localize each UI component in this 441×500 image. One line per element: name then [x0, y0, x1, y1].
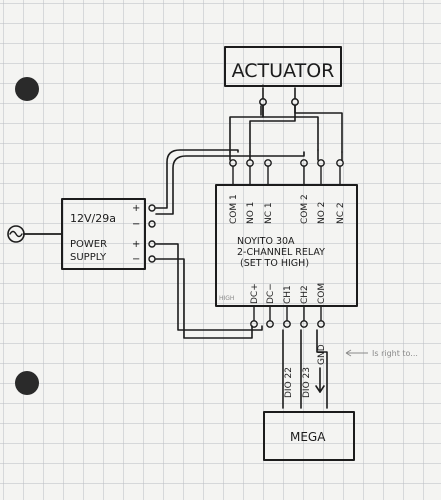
power-feed-wires: [155, 149, 305, 339]
relay-terminal-dc-minus: [266, 320, 274, 328]
relay-note: (SET TO HIGH): [240, 258, 309, 269]
mega-pin-gnd: GND: [317, 344, 327, 365]
power-supply: 12V/29a POWER SUPPLY + − + −: [61, 198, 156, 270]
binder-hole-top: [15, 77, 39, 101]
ac-source-icon: [7, 225, 63, 243]
relay-top-terminals: COM 1 NO 1 NC 1 COM 2 NO 2 NC 2: [229, 159, 346, 224]
relay-pin-ch2: CH2: [300, 285, 310, 304]
relay-pin-no2: NO 2: [317, 202, 327, 224]
actuator-wires: [229, 104, 343, 153]
ps-terminal-2: [148, 240, 156, 248]
relay-terminal-com: [317, 320, 325, 328]
actuator-plus-label: +: [260, 82, 267, 91]
relay-top-wires: [229, 149, 343, 161]
relay-terminal-dc-plus: [250, 320, 258, 328]
relay-terminal-ch2: [300, 320, 308, 328]
ps-terminal-label-0: +: [132, 203, 140, 214]
actuator-label: ACTUATOR: [232, 60, 335, 82]
ps-terminal-label-3: −: [132, 254, 140, 265]
signal-wires: [282, 329, 328, 409]
ps-terminal-1: [148, 220, 156, 228]
relay-pin-com2: COM 2: [300, 194, 310, 224]
relay-pin-nc1: NC 1: [264, 202, 274, 224]
annotation: Is right to...: [345, 349, 418, 358]
binder-hole-bottom: [15, 371, 39, 395]
relay-pin-com: COM: [317, 283, 327, 304]
actuator: ACTUATOR + −: [224, 46, 342, 106]
mega-board: MEGA: [263, 411, 355, 461]
ps-terminal-0: [148, 204, 156, 212]
mega-pin-dio23: DIO 23: [302, 367, 312, 398]
power-supply-line1: POWER: [70, 239, 107, 250]
relay-pin-nc2: NC 2: [336, 202, 346, 224]
relay-pin-no1: NO 1: [246, 202, 256, 224]
power-supply-line2: SUPPLY: [70, 252, 107, 263]
annotation-text: Is right to...: [372, 349, 418, 358]
ps-terminal-label-1: −: [132, 219, 140, 230]
relay-corner-label: HIGH: [219, 295, 234, 302]
mega-label: MEGA: [290, 430, 326, 444]
power-supply-rating: 12V/29a: [70, 212, 116, 225]
relay-pin-dc-minus: DC−: [266, 283, 276, 304]
relay-pin-dc-plus: DC+: [250, 283, 260, 304]
actuator-minus-label: −: [291, 82, 298, 91]
relay-name: NOYITO 30A: [237, 236, 295, 247]
relay-type: 2-CHANNEL RELAY: [237, 247, 325, 258]
ps-terminal-label-2: +: [132, 239, 140, 250]
relay-bottom-terminals: DC+ DC− CH1 CH2 COM: [250, 283, 327, 328]
relay-pin-ch1: CH1: [283, 285, 293, 304]
power-supply-terminals: + − + −: [132, 203, 156, 265]
mega-pin-dio22: DIO 22: [284, 367, 294, 398]
relay-board: COM 1 NO 1 NC 1 COM 2 NO 2 NC 2 DC+ DC− CH1 CH2 C…: [215, 159, 358, 328]
relay-pin-com1: COM 1: [229, 194, 239, 224]
relay-terminal-ch1: [283, 320, 291, 328]
ps-terminal-3: [148, 255, 156, 263]
